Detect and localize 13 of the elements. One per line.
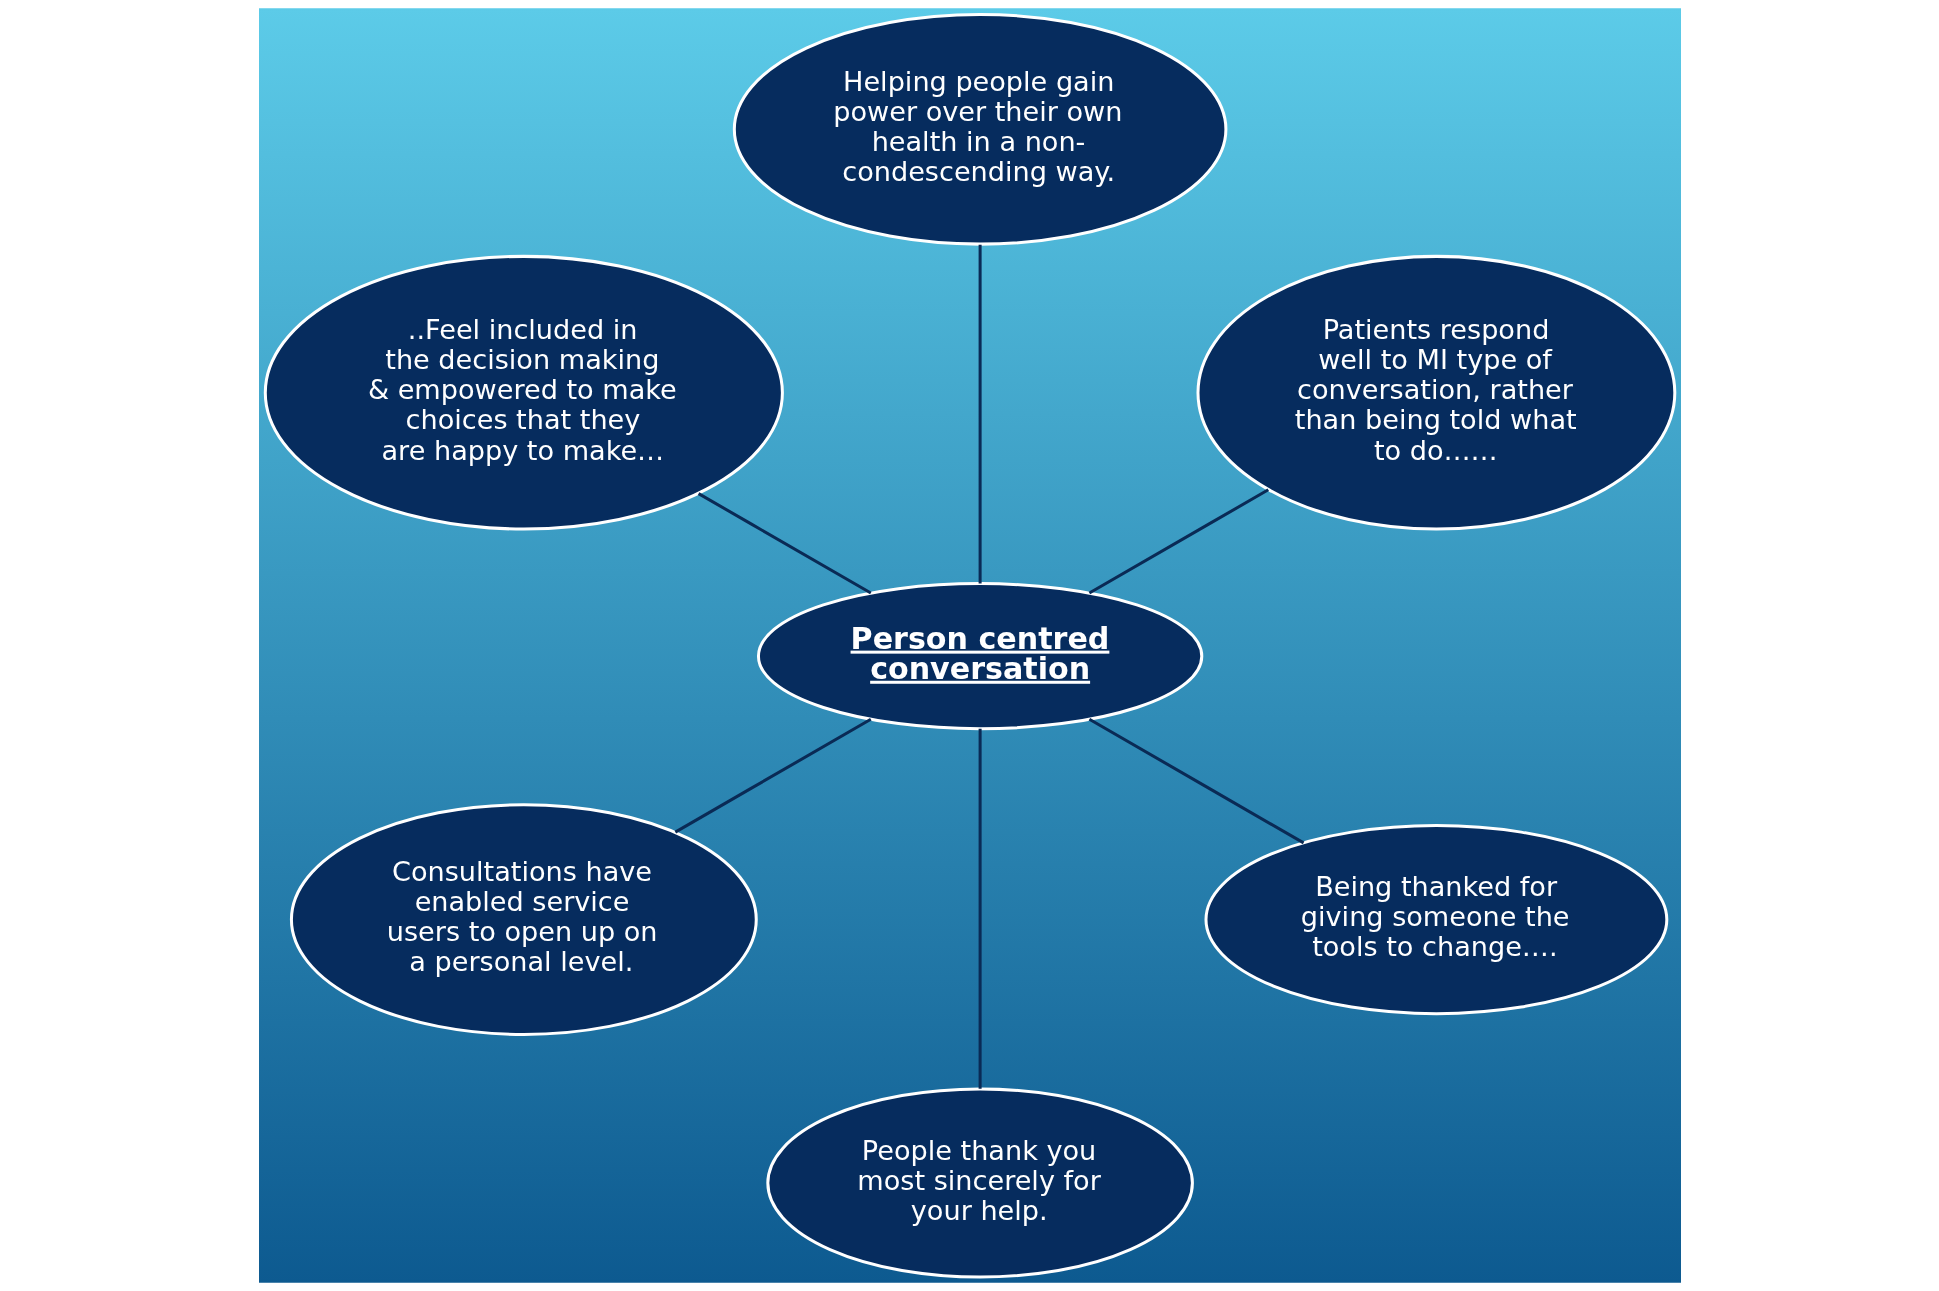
node-ellipse: Helping people gain power over their own health in a non-condescending way. [732,12,1227,246]
connector [697,492,872,595]
node-ellipse: Being thanked for giving someone the tools to change…. [1204,824,1668,1016]
connector [978,728,982,1089]
node-ellipse: Patients respond well to MI type of conversation, rather than being told what to do…… [1196,254,1676,531]
connector [1088,488,1269,595]
node-ellipse: People thank you most sincerely for your help. [765,1087,1194,1279]
node-ellipse: ..Feel included in the decision making & empowered to make choices that they are happy to make… [263,254,784,531]
connector [674,717,872,834]
connector [1088,717,1304,845]
node-ellipse: Person centred conversation [756,582,1203,731]
node-ellipse: Consultations have enabled service users to open up on a personal level. [289,803,758,1036]
connector [978,244,982,584]
